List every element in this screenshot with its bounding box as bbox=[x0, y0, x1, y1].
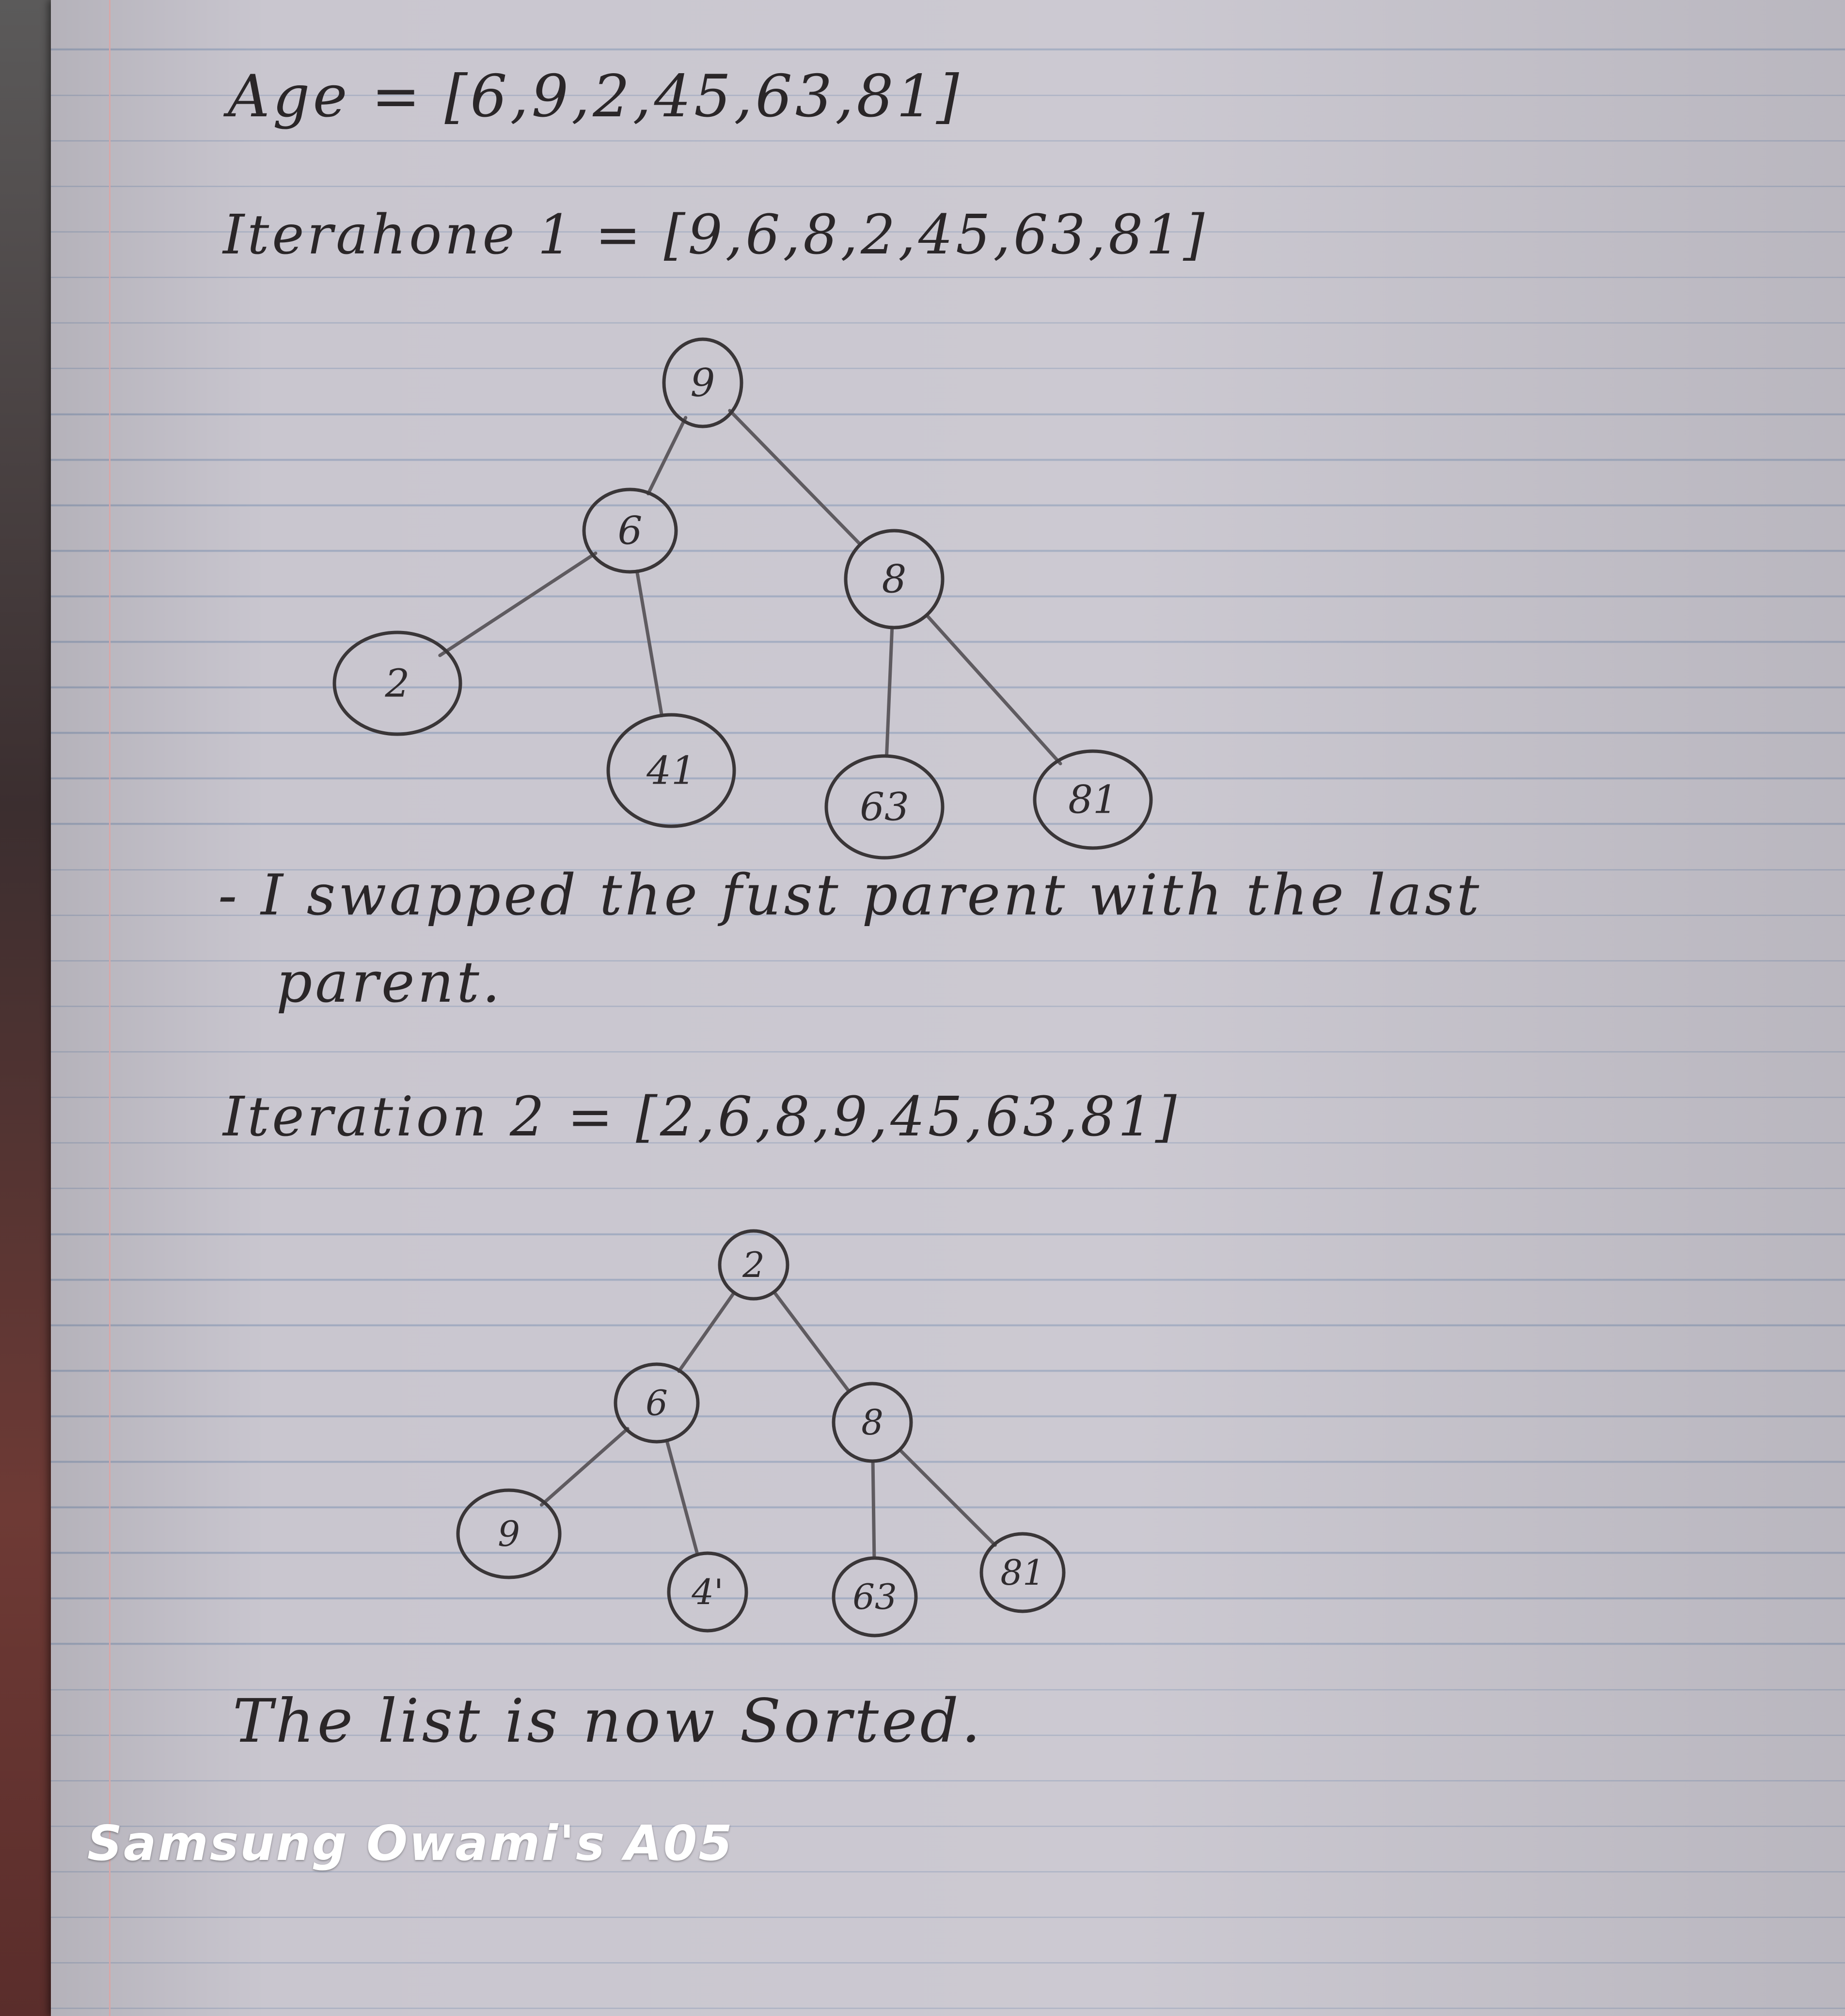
tree-edge bbox=[728, 409, 862, 546]
margin-line bbox=[109, 0, 110, 2016]
node-circle bbox=[606, 713, 736, 828]
iteration2-line: Iteration 2 = [2,6,8,9,45,63,81] bbox=[223, 1086, 1180, 1149]
node-label: 8 bbox=[882, 557, 907, 602]
tree-node-right-left: 63 bbox=[832, 1556, 918, 1638]
node-label: 9 bbox=[498, 1513, 520, 1554]
tree-node-right-left: 63 bbox=[824, 754, 945, 860]
tree-node-left: 6 bbox=[582, 488, 678, 574]
node-label: 8 bbox=[861, 1402, 883, 1443]
node-label: 41 bbox=[646, 748, 696, 793]
tree-edge bbox=[925, 613, 1062, 766]
node-circle bbox=[832, 1382, 913, 1463]
node-circle bbox=[582, 488, 678, 574]
tree-node-right: 8 bbox=[832, 1382, 913, 1463]
node-circle bbox=[662, 337, 743, 428]
tree-edge bbox=[539, 1427, 630, 1507]
tree-node-root: 9 bbox=[662, 337, 743, 428]
node-circle bbox=[824, 754, 945, 860]
node-circle bbox=[832, 1556, 918, 1638]
tree-node-left-right: 41 bbox=[606, 713, 736, 828]
tree-edge bbox=[871, 1459, 876, 1560]
node-circle bbox=[332, 630, 462, 736]
tree-node-left-right: 4' bbox=[667, 1551, 748, 1633]
node-label: 81 bbox=[1000, 1552, 1045, 1593]
node-circle bbox=[614, 1362, 700, 1444]
tree-node-right: 8 bbox=[844, 529, 945, 630]
node-circle bbox=[456, 1488, 562, 1579]
node-label: 9 bbox=[691, 361, 715, 406]
note-line-2: parent. bbox=[276, 950, 503, 1015]
node-label: 6 bbox=[646, 1383, 668, 1423]
node-label: 4' bbox=[691, 1572, 724, 1612]
note-line-1: - I swapped the fust parent with the las… bbox=[218, 863, 1482, 928]
node-circle bbox=[844, 529, 945, 630]
tree-edge bbox=[647, 416, 688, 496]
tree-edge bbox=[898, 1448, 997, 1547]
node-label: 6 bbox=[618, 508, 643, 553]
tree-node-left-left: 2 bbox=[332, 630, 462, 736]
iteration1-line: Iterahone 1 = [9,6,8,2,45,63,81] bbox=[223, 204, 1208, 267]
node-label: 2 bbox=[742, 1244, 765, 1285]
node-circle bbox=[718, 1229, 789, 1301]
tree-edge bbox=[438, 551, 598, 657]
tree-node-left-left: 9 bbox=[456, 1488, 562, 1579]
node-circle bbox=[667, 1551, 748, 1633]
node-label: 2 bbox=[385, 661, 410, 706]
age-line: Age = [6,9,2,45,63,81] bbox=[228, 63, 962, 130]
tree-edge bbox=[677, 1291, 736, 1373]
node-label: 63 bbox=[852, 1576, 897, 1617]
notebook-page bbox=[51, 0, 1845, 2016]
conclusion-line: The list is now Sorted. bbox=[233, 1686, 984, 1756]
tree-edge bbox=[665, 1438, 699, 1557]
tree-edge bbox=[884, 626, 894, 758]
tree-edge bbox=[635, 569, 664, 718]
tree-edge bbox=[772, 1290, 851, 1393]
node-circle bbox=[979, 1532, 1066, 1613]
node-label: 81 bbox=[1068, 777, 1118, 822]
tree-node-right-right: 81 bbox=[1033, 749, 1153, 850]
tree-node-left: 6 bbox=[614, 1362, 700, 1444]
tree-node-root: 2 bbox=[718, 1229, 789, 1301]
node-label: 63 bbox=[860, 785, 909, 830]
tree-node-right-right: 81 bbox=[979, 1532, 1066, 1613]
camera-watermark: Samsung Owami's A05 bbox=[87, 1815, 734, 1872]
node-circle bbox=[1033, 749, 1153, 850]
